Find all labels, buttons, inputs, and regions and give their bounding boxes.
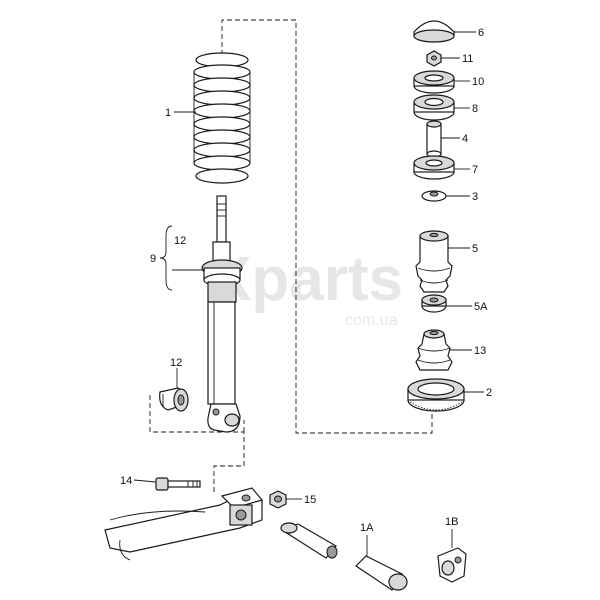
bump-stop-washer: [421, 294, 447, 313]
label-part-13: 13: [474, 345, 486, 357]
coil-spring: [193, 52, 251, 184]
watermark-text: Xparts: [210, 245, 403, 314]
label-part-1: 1: [165, 107, 171, 119]
bump-stop: [415, 230, 453, 293]
label-part-10: 10: [472, 76, 484, 88]
label-part-7: 7: [472, 164, 478, 176]
rubber-bushing: [159, 387, 189, 412]
label-part-9: 9: [150, 253, 156, 265]
label-part-11: 11: [462, 53, 473, 65]
label-part-2: 2: [486, 387, 492, 399]
leader-14: [133, 479, 157, 483]
label-part-12-lower: 12: [170, 357, 182, 369]
shock-absorber: [201, 195, 243, 433]
spring-seat: [407, 378, 465, 412]
watermark-subtext: com.ua: [345, 312, 398, 329]
label-part-3: 3: [472, 191, 478, 203]
rear-axle-beam: [104, 487, 264, 561]
special-tool-1A: [280, 522, 408, 591]
spacer-sleeve: [426, 120, 442, 158]
protective-boot: [415, 329, 453, 371]
label-part-8: 8: [472, 103, 478, 115]
assembly-dashed-line: [221, 19, 433, 434]
label-part-14: 14: [120, 475, 132, 487]
label-part-5A: 5A: [474, 301, 488, 313]
label-part-12-upper: 12: [174, 235, 186, 247]
label-part-6: 6: [478, 27, 484, 39]
label-part-1A: 1A: [360, 522, 374, 534]
lower-mounting-bush: [413, 155, 455, 180]
label-part-1B: 1B: [445, 516, 458, 528]
upper-mounting-bush: [413, 94, 455, 121]
label-part-5: 5: [472, 243, 478, 255]
bushing-dashed-line: [149, 395, 245, 495]
label-part-4: 4: [462, 133, 468, 145]
upper-mount-washer: [413, 70, 455, 94]
group-brace-9: [159, 225, 173, 291]
label-part-15: 15: [304, 494, 316, 506]
mounting-bolt: [155, 477, 201, 491]
protective-cap: [413, 20, 455, 43]
washer: [421, 190, 447, 202]
self-locking-nut: [269, 490, 287, 509]
special-tool-1B: [437, 547, 467, 583]
upper-nut: [426, 50, 442, 67]
